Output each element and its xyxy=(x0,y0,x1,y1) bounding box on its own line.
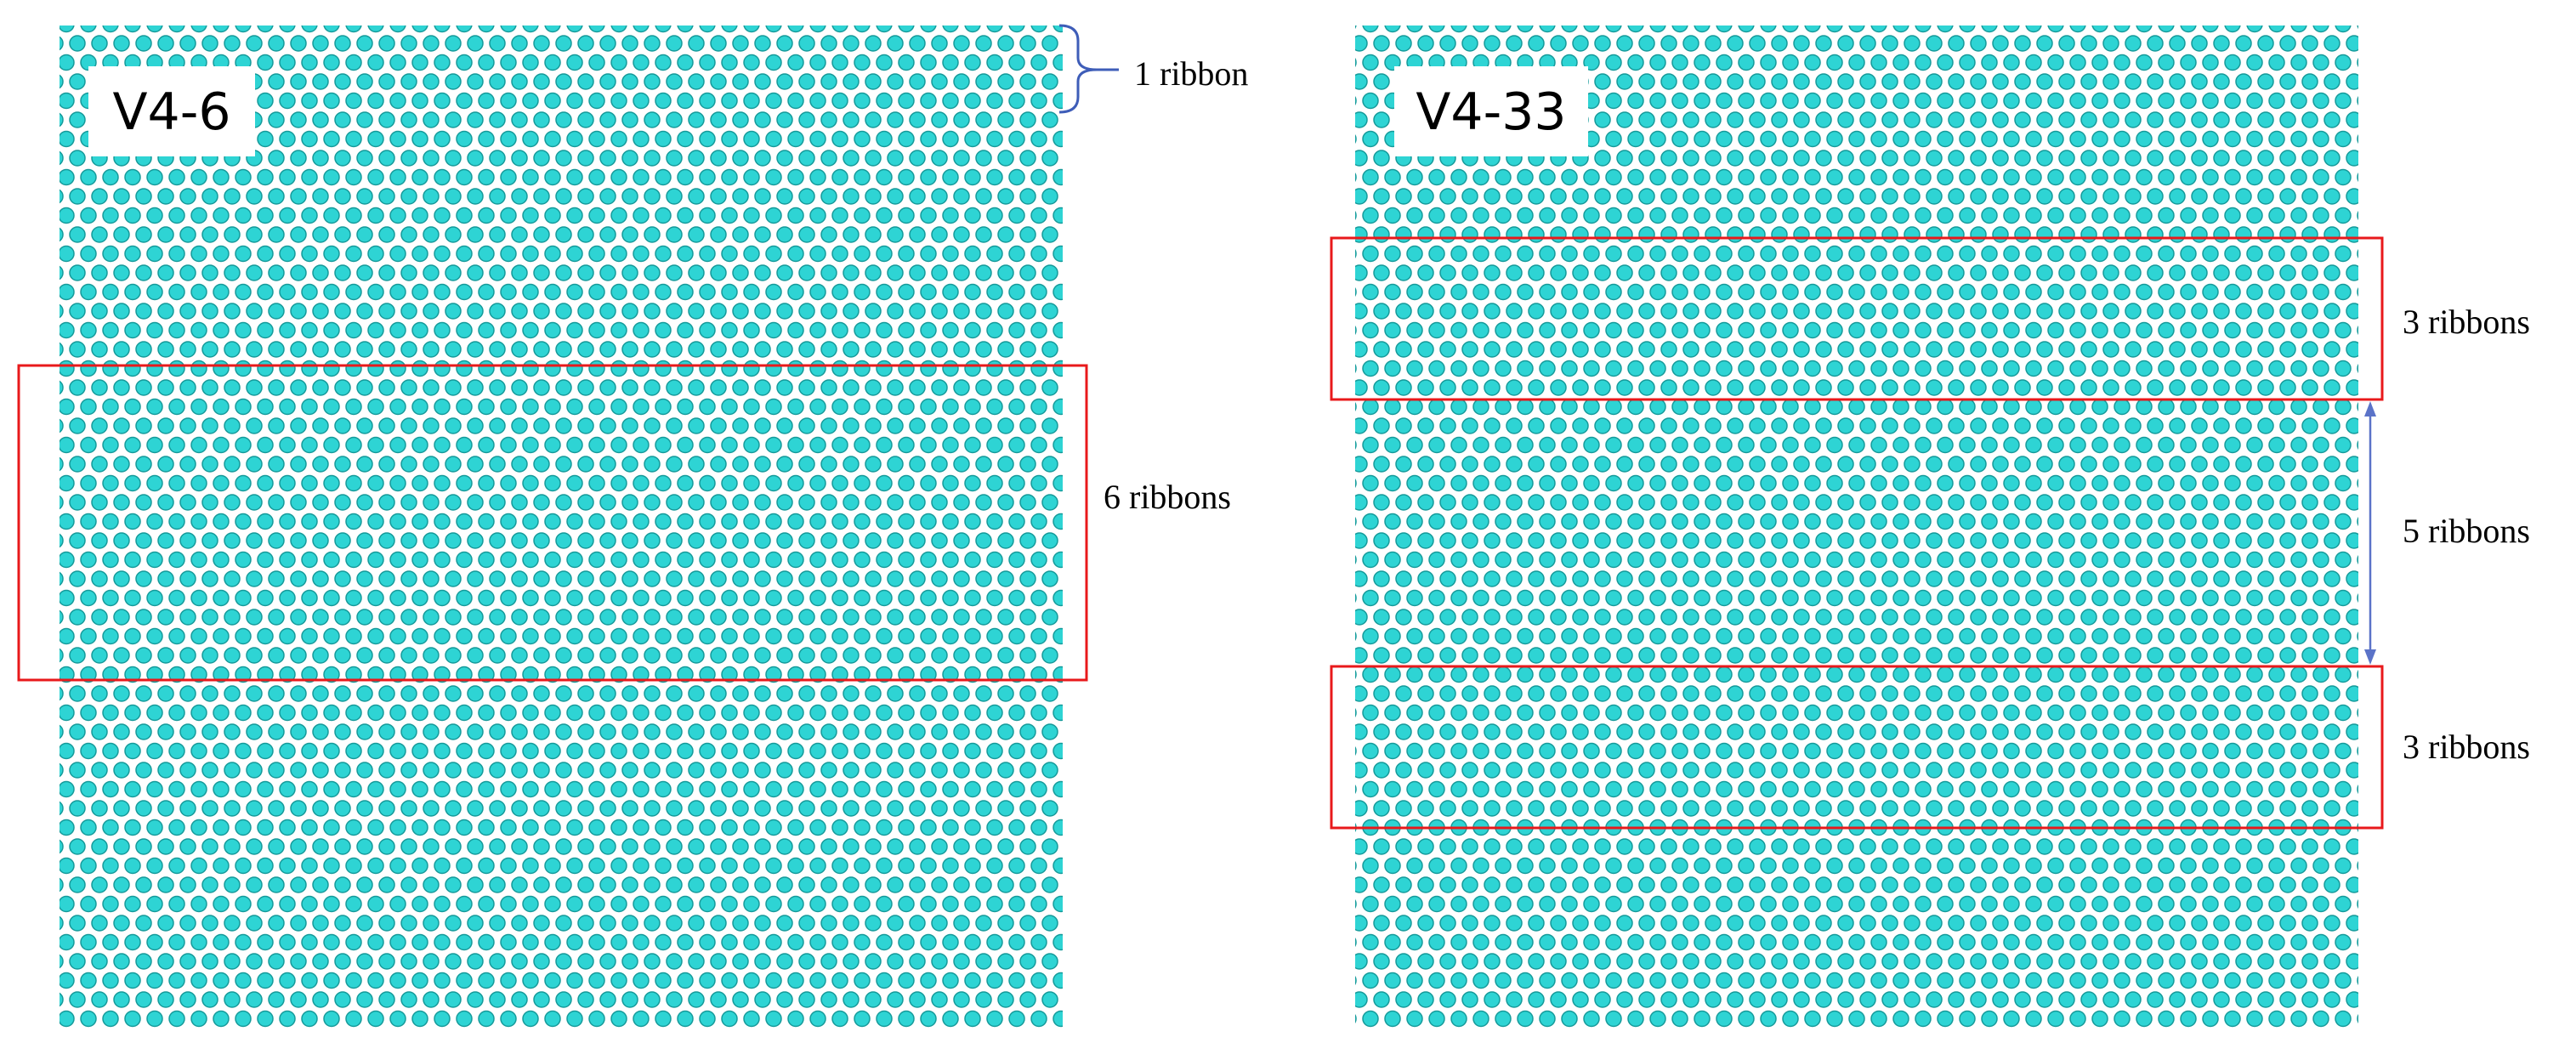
annotation-top-3-ribbons: 3 ribbons xyxy=(2403,303,2530,341)
panel-v4-33: V4-33 3 ribbons 5 ribbons 3 ribbons xyxy=(1330,26,2530,1028)
atom-lattice-right xyxy=(1355,26,2358,1028)
panel-label-box xyxy=(1394,66,1588,156)
highlight-box-top-3-ribbons xyxy=(1330,236,2384,401)
annotation-5-ribbons: 5 ribbons xyxy=(2403,512,2530,550)
annotation-6-ribbons: 6 ribbons xyxy=(1104,478,1231,516)
annotation-bottom-3-ribbons: 3 ribbons xyxy=(2403,728,2530,766)
highlight-box-bottom-3-ribbons xyxy=(1330,665,2384,830)
highlight-box-6-ribbons xyxy=(17,364,1088,682)
panel-label: V4-6 xyxy=(112,82,230,142)
ribbon-brace xyxy=(1058,24,1098,114)
panel-v4-6: V4-6 1 ribbon 6 ribbons xyxy=(17,24,1248,1028)
atom-lattice-left xyxy=(60,26,1063,1028)
annotation-1-ribbon: 1 ribbon xyxy=(1134,54,1248,93)
panel-label-box xyxy=(88,66,255,156)
panel-label: V4-33 xyxy=(1416,82,1566,142)
double-arrow-5-ribbons xyxy=(2364,401,2376,665)
